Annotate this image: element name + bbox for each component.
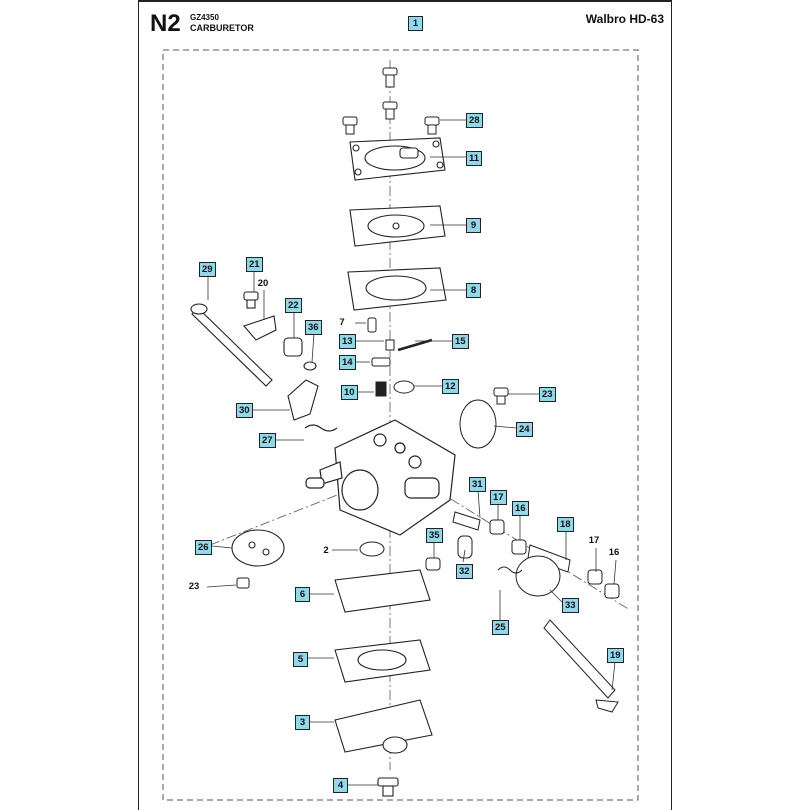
page-frame [138,0,672,810]
callout-19: 19 [607,648,624,663]
callout-25: 25 [492,620,509,635]
check-valve [359,541,385,557]
metering-parts [334,569,433,797]
callout-23: 23 [539,387,556,402]
throttle-axis [209,489,351,546]
callout-15: 15 [452,334,469,349]
callout-14: 14 [339,355,356,370]
callout-17: 17 [490,490,507,505]
callout-18: 18 [557,517,574,532]
callout-9: 9 [466,218,481,233]
leader-lines [206,119,617,786]
callout-33: 33 [562,598,579,613]
callout-35: 35 [426,528,443,543]
callout-page-ref: 1 [408,16,423,31]
callout-36: 36 [305,320,322,335]
pump-cover [349,137,446,181]
callout-27: 27 [259,433,276,448]
callout-22: 22 [285,298,302,313]
callout-31: 31 [469,477,486,492]
callout-3: 3 [295,715,310,730]
callout-5: 5 [293,652,308,667]
section-code: N2 [150,10,181,37]
pump-gasket [347,267,447,311]
callout-12: 12 [442,379,459,394]
callout-29: 29 [199,262,216,277]
page-title: CARBURETOR [190,23,254,33]
small-parts [367,317,509,449]
screw-top [342,67,440,135]
callout-32: 32 [456,564,473,579]
callout-20: 20 [257,278,269,289]
callout-16-lower: 16 [608,547,620,558]
adjustment-needles [236,511,620,713]
part-group-code: GZ4350 [190,13,219,22]
callout-10: 10 [341,385,358,400]
callout-6: 6 [295,587,310,602]
callout-16: 16 [512,501,529,516]
dashed-boundary [162,49,639,801]
carburetor-body [305,419,456,536]
valve-axis [419,479,631,611]
callout-11: 11 [466,151,483,166]
throttle-plate [231,529,285,567]
callout-30: 30 [236,403,253,418]
callout-8: 8 [466,283,481,298]
callout-2: 2 [323,545,329,556]
callout-4: 4 [333,778,348,793]
pump-diaphragm [349,205,446,247]
callout-17-lower: 17 [588,535,600,546]
callout-28: 28 [466,113,483,128]
callout-13: 13 [339,334,356,349]
throttle-shaft [190,291,338,432]
callout-26: 26 [195,540,212,555]
callout-24: 24 [516,422,533,437]
callout-21: 21 [246,257,263,272]
callout-7: 7 [339,317,345,328]
callout-23-lower: 23 [188,581,200,592]
carburetor-model: Walbro HD-63 [585,12,664,26]
